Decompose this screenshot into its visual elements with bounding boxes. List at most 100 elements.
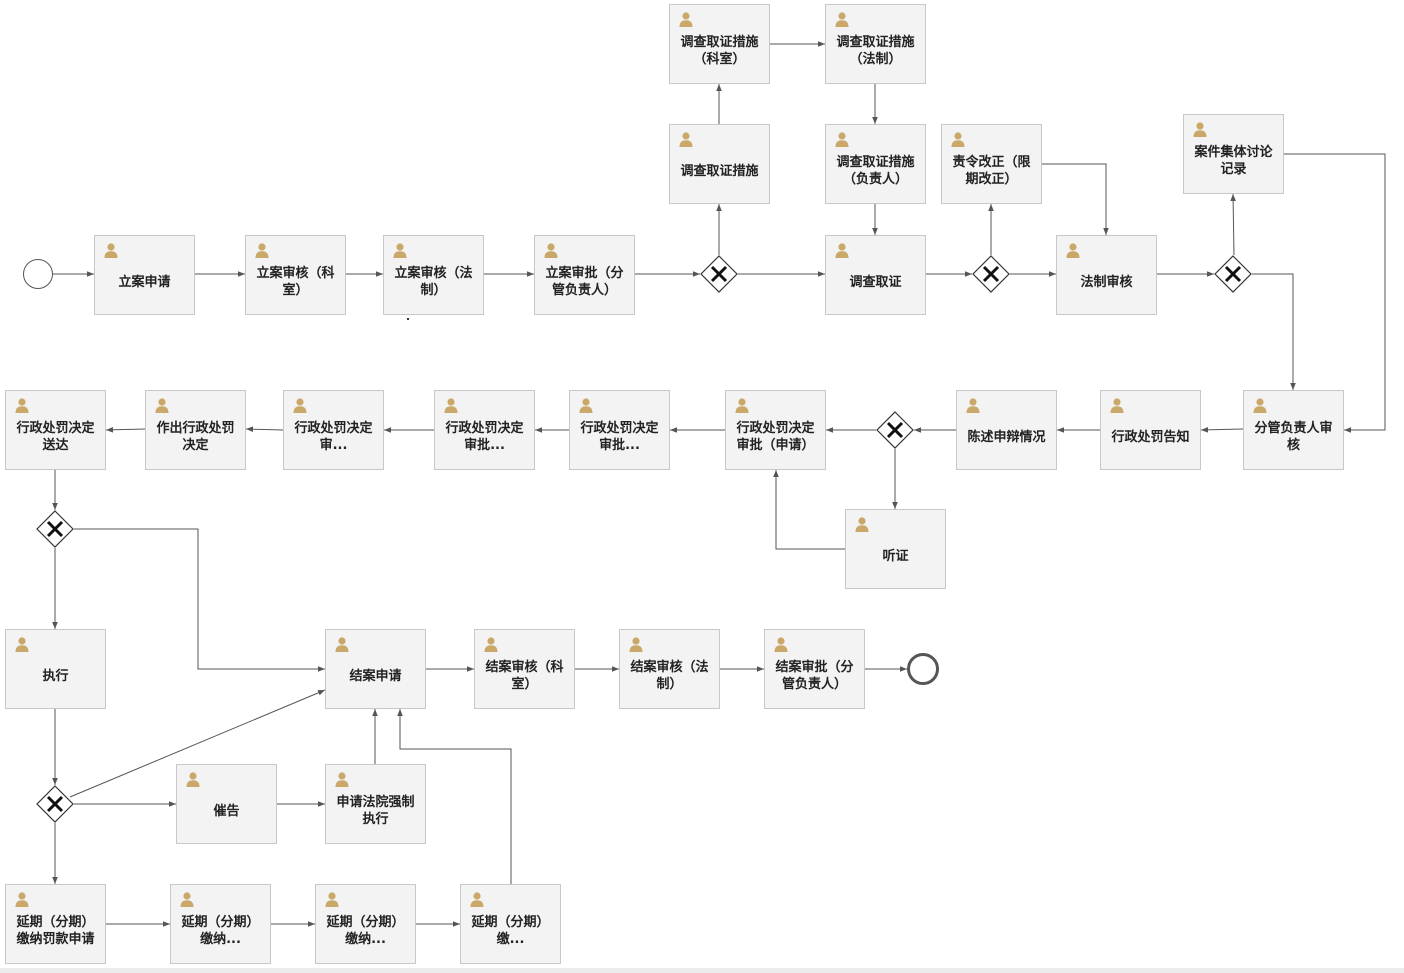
task-label: 结案审批（分 管负责人） xyxy=(775,660,854,692)
user-icon xyxy=(1065,242,1081,258)
user-icon xyxy=(154,397,170,413)
task-closing-application[interactable]: 结案申请 xyxy=(325,629,426,709)
task-deferred-payment-4[interactable]: 延期（分期） 缴... xyxy=(460,884,561,964)
task-hearing[interactable]: 听证 xyxy=(845,509,946,589)
exclusive-gateway[interactable] xyxy=(1214,255,1252,293)
task-collective-discussion[interactable]: 案件集体讨论 记录 xyxy=(1183,114,1284,194)
user-icon xyxy=(185,771,201,787)
task-investigation-measures[interactable]: 调查取证措施 xyxy=(669,124,770,204)
gateway-diamond xyxy=(1214,255,1252,293)
task-statement-defense[interactable]: 陈述申辩情况 xyxy=(956,390,1057,470)
task-filing-review-section[interactable]: 立案审核（科 室） xyxy=(245,235,346,315)
exclusive-gateway[interactable] xyxy=(36,510,74,548)
task-label: 申请法院强制 执行 xyxy=(336,795,415,827)
user-icon xyxy=(1192,121,1208,137)
task-make-decision[interactable]: 作出行政处罚 决定 xyxy=(145,390,246,470)
user-icon xyxy=(179,891,195,907)
sequence-flow[interactable] xyxy=(773,470,845,550)
task-filing-review-legal[interactable]: 立案审核（法 制） xyxy=(383,235,484,315)
task-label: 作出行政处罚 决定 xyxy=(156,421,235,453)
task-label: 行政处罚决定 审批... xyxy=(445,421,524,453)
sequence-flow[interactable] xyxy=(1230,193,1236,256)
user-icon xyxy=(334,771,350,787)
task-decision-delivery[interactable]: 行政处罚决定 送达 xyxy=(5,390,106,470)
sequence-flow[interactable] xyxy=(105,427,146,433)
task-deferred-payment-application[interactable]: 延期（分期） 缴纳罚款申请 xyxy=(5,884,106,964)
task-closing-review-legal[interactable]: 结案审核（法 制） xyxy=(619,629,720,709)
task-label: 行政处罚决定 审... xyxy=(294,421,373,453)
exclusive-gateway[interactable] xyxy=(876,411,914,449)
task-label: 延期（分期） 缴纳... xyxy=(181,915,260,947)
gateway-diamond xyxy=(36,510,74,548)
sequence-flow[interactable] xyxy=(1200,427,1244,433)
task-decision-review[interactable]: 行政处罚决定 审... xyxy=(283,390,384,470)
task-decision-approval-2[interactable]: 行政处罚决定 审批... xyxy=(569,390,670,470)
task-penalty-notice[interactable]: 行政处罚告知 xyxy=(1100,390,1201,470)
task-legal-review[interactable]: 法制审核 xyxy=(1056,235,1157,315)
end-event[interactable] xyxy=(907,653,939,685)
sequence-flow[interactable] xyxy=(1284,153,1386,433)
task-investigation-measures-head[interactable]: 调查取证措施 （负责人） xyxy=(825,124,926,204)
task-label: 立案申请 xyxy=(118,274,171,290)
task-execution[interactable]: 执行 xyxy=(5,629,106,709)
task-investigation-measures-section[interactable]: 调查取证措施 （科室） xyxy=(669,4,770,84)
exclusive-gateway[interactable] xyxy=(700,255,738,293)
gateway-diamond xyxy=(700,255,738,293)
sequence-flow[interactable] xyxy=(1042,163,1109,235)
task-decision-approval-request[interactable]: 行政处罚决定 审批（申请） xyxy=(725,390,826,470)
task-reminder[interactable]: 催告 xyxy=(176,764,277,844)
canvas-bottom-bar xyxy=(0,968,1404,973)
user-icon xyxy=(834,242,850,258)
task-deferred-payment-3[interactable]: 延期（分期） 缴纳... xyxy=(315,884,416,964)
user-icon xyxy=(543,242,559,258)
task-closing-approval[interactable]: 结案审批（分 管负责人） xyxy=(764,629,865,709)
task-deferred-payment-2[interactable]: 延期（分期） 缴纳... xyxy=(170,884,271,964)
user-icon xyxy=(734,397,750,413)
gateway-diamond xyxy=(876,411,914,449)
exclusive-gateway[interactable] xyxy=(36,785,74,823)
task-label: 执行 xyxy=(42,668,69,684)
task-investigation[interactable]: 调查取证 xyxy=(825,235,926,315)
task-label: 催告 xyxy=(213,803,240,819)
task-case-filing-application[interactable]: 立案申请 xyxy=(94,235,195,315)
task-order-correction[interactable]: 责令改正（限 期改正） xyxy=(941,124,1042,204)
task-filing-approval[interactable]: 立案审批（分 管负责人） xyxy=(534,235,635,315)
user-icon xyxy=(483,636,499,652)
stray-dot xyxy=(407,318,409,320)
task-label: 陈述申辩情况 xyxy=(967,429,1046,445)
task-court-enforcement[interactable]: 申请法院强制 执行 xyxy=(325,764,426,844)
task-label: 调查取证措施 （负责人） xyxy=(836,155,915,187)
start-event[interactable] xyxy=(23,259,53,289)
task-investigation-measures-legal[interactable]: 调查取证措施 （法制） xyxy=(825,4,926,84)
task-label: 调查取证措施 （法制） xyxy=(836,35,915,67)
user-icon xyxy=(678,11,694,27)
sequence-flow[interactable] xyxy=(245,426,284,432)
task-decision-approval-3[interactable]: 行政处罚决定 审批... xyxy=(434,390,535,470)
task-label: 延期（分期） 缴纳罚款申请 xyxy=(16,915,95,947)
gateway-diamond xyxy=(972,255,1010,293)
task-label: 立案审批（分 管负责人） xyxy=(545,266,624,298)
task-label: 法制审核 xyxy=(1080,274,1133,290)
task-label: 行政处罚决定 审批（申请） xyxy=(736,421,815,453)
user-icon xyxy=(392,242,408,258)
user-icon xyxy=(1109,397,1125,413)
user-icon xyxy=(1252,397,1268,413)
task-closing-review-section[interactable]: 结案审核（科 室） xyxy=(474,629,575,709)
exclusive-gateway[interactable] xyxy=(972,255,1010,293)
user-icon xyxy=(965,397,981,413)
task-label: 延期（分期） 缴纳... xyxy=(326,915,405,947)
task-label: 调查取证措施 xyxy=(680,163,759,179)
task-label: 听证 xyxy=(882,548,909,564)
user-icon xyxy=(443,397,459,413)
user-icon xyxy=(950,131,966,147)
task-label: 行政处罚告知 xyxy=(1111,429,1190,445)
sequence-flow[interactable] xyxy=(1252,273,1296,390)
task-label: 结案审核（科 室） xyxy=(485,660,564,692)
task-label: 延期（分期） 缴... xyxy=(471,915,550,947)
task-label: 案件集体讨论 记录 xyxy=(1194,145,1273,177)
task-head-review[interactable]: 分管负责人审 核 xyxy=(1243,390,1344,470)
task-label: 立案审核（法 制） xyxy=(394,266,473,298)
sequence-flow[interactable] xyxy=(74,528,325,672)
user-icon xyxy=(854,516,870,532)
